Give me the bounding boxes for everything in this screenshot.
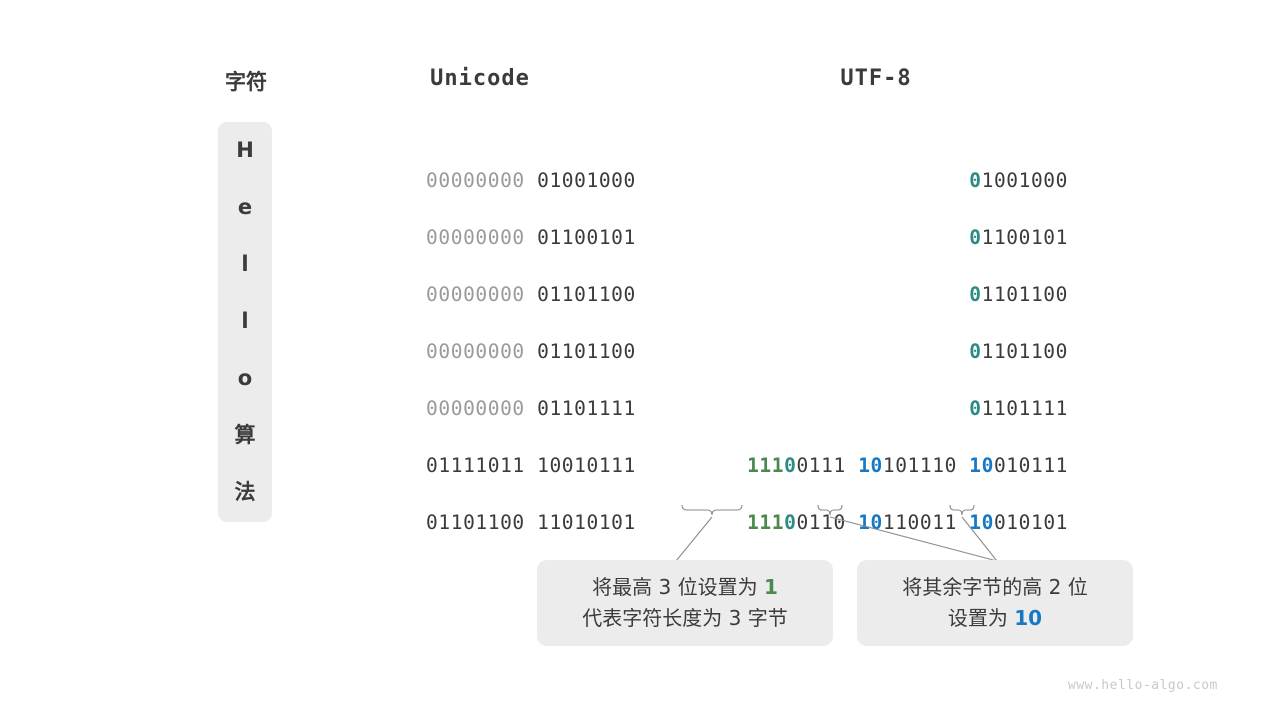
char-cell: H [236,138,254,162]
annotation-highlight-value: 10 [1014,606,1043,630]
utf8-lead-payload: 1101100 [981,340,1068,363]
annotation-text: 将最高 [592,575,659,599]
watermark: www.hello-algo.com [1068,678,1218,693]
utf8-lead-marker: 0 [969,340,982,363]
utf8-lead-payload: 1101111 [981,397,1068,420]
utf8-bits: 01001000 [604,136,1068,226]
column-header-utf8: UTF-8 [840,66,912,91]
column-header-unicode: Unicode [430,66,530,91]
unicode-low-byte: 01100101 [537,226,636,249]
table-row: 01101100 11010101 11100110 10110011 1001… [0,478,1280,534]
utf8-lead-payload: 0111 [796,454,846,477]
table-row: 00000000 01101100 01101100 [0,307,1280,363]
annotation-text: 设置为 [947,606,1015,630]
utf8-bits: 11100111 10101110 10010111 [604,421,1068,511]
utf8-lead-payload: 1101100 [981,283,1068,306]
unicode-high-byte: 00000000 [426,169,525,192]
unicode-bits: 00000000 01101100 [352,250,635,340]
char-cell: l [241,252,249,276]
utf8-lead-marker: 0 [969,283,982,306]
char-cell: 算 [234,423,256,447]
utf8-cont-marker: 10 [858,511,883,534]
utf8-bits: 01101111 [604,364,1068,454]
unicode-bits: 01101100 11010101 [352,478,635,568]
utf8-lead-payload: 0110 [796,511,846,534]
annotation-lead-byte: 将最高 3 位设置为 1 代表字符长度为 3 字节 [537,560,833,646]
utf8-lead-marker: 111 [747,454,785,477]
unicode-low-byte: 01001000 [537,169,636,192]
unicode-high-byte: 00000000 [426,226,525,249]
annotation-line: 代表字符长度为 3 字节 [582,606,788,630]
unicode-low-byte: 01101111 [537,397,636,420]
annotation-text: 将其余字节的高 [902,575,1049,599]
unicode-bits: 00000000 01100101 [352,193,635,283]
char-cell: o [237,366,253,390]
annotation-number: 2 [1048,575,1062,599]
annotation-number: 3 [658,575,672,599]
unicode-high-byte: 01101100 [426,511,525,534]
char-cell: l [241,309,249,333]
char-cell: e [237,195,253,219]
unicode-low-byte: 10010111 [537,454,636,477]
utf8-bits: 01101100 [604,250,1068,340]
annotation-line: 将最高 3 位设置为 1 [592,572,778,603]
utf8-lead-marker: 111 [747,511,785,534]
column-header-character: 字符 [225,70,267,94]
utf8-lead-marker: 0 [969,169,982,192]
utf8-cont-payload: 101110 [882,454,957,477]
utf8-cont-payload: 010101 [993,511,1068,534]
unicode-bits: 00000000 01101100 [352,307,635,397]
table-row: 00000000 01101100 01101100 [0,250,1280,306]
annotation-text: 位设置为 [671,575,764,599]
unicode-bits: 01111011 10010111 [352,421,635,511]
unicode-high-byte: 00000000 [426,283,525,306]
unicode-bits: 00000000 01001000 [352,136,635,226]
table-row: 00000000 01101111 01101111 [0,364,1280,420]
annotation-text: 位 [1061,575,1088,599]
character-column-capsule [218,122,272,522]
utf8-cont-marker: 10 [858,454,883,477]
annotation-line: 将其余字节的高 2 位 [902,572,1087,603]
char-cell: 法 [234,480,256,504]
utf8-cont-payload: 110011 [882,511,957,534]
utf8-cont-marker: 10 [969,454,994,477]
annotation-highlight-value: 1 [763,575,778,599]
utf8-cont-payload: 010111 [993,454,1068,477]
utf8-bits: 01100101 [604,193,1068,283]
utf8-cont-marker: 10 [969,511,994,534]
utf8-bits: 01101100 [604,307,1068,397]
unicode-low-byte: 01101100 [537,283,636,306]
annotation-line: 设置为 10 [948,603,1042,634]
utf8-lead-zero: 0 [784,454,797,477]
table-row: 01111011 10010111 11100111 10101110 1001… [0,421,1280,477]
utf8-lead-payload: 1001000 [981,169,1068,192]
utf8-bits: 11100110 10110011 10010101 [604,478,1068,568]
utf8-lead-payload: 1100101 [981,226,1068,249]
unicode-high-byte: 01111011 [426,454,525,477]
utf8-lead-marker: 0 [969,226,982,249]
unicode-low-byte: 11010101 [537,511,636,534]
table-row: 00000000 01100101 01100101 [0,193,1280,249]
unicode-high-byte: 00000000 [426,340,525,363]
annotation-continuation-byte: 将其余字节的高 2 位 设置为 10 [857,560,1133,646]
unicode-low-byte: 01101100 [537,340,636,363]
utf8-lead-zero: 0 [784,511,797,534]
utf8-lead-marker: 0 [969,397,982,420]
table-row: 00000000 01001000 01001000 [0,136,1280,192]
unicode-bits: 00000000 01101111 [352,364,635,454]
unicode-high-byte: 00000000 [426,397,525,420]
